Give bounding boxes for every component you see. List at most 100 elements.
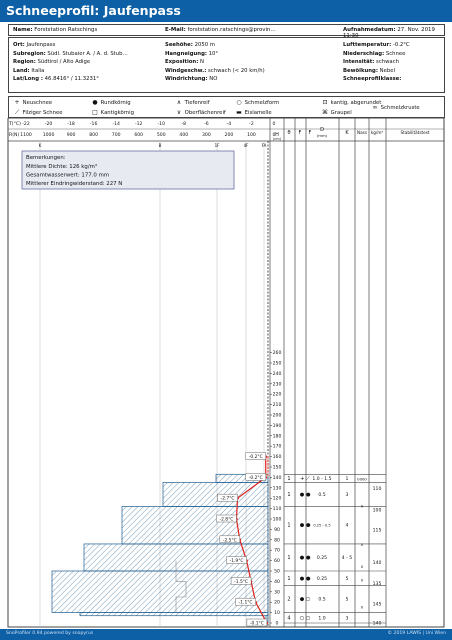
temperature-label: -1.1°C [239,600,253,606]
layer-k: 4 - 5 [342,555,353,561]
resistance-tick-label: 800 [89,132,98,138]
info-row: Region: Südtirol / Alto Adige [13,59,91,66]
height-tick: 80 [274,537,280,543]
layer-k: 3 [346,492,349,498]
email-field: E-Mail: forststation.ratschings@provin… [165,27,276,33]
height-tick: 90 [274,527,280,533]
temperature-label-box [219,535,241,544]
info-row: Land: Italia [13,67,45,74]
height-tick: 230 [273,381,282,387]
height-tick: 220 [273,392,282,398]
resistance-tick-label: 1100 [20,132,32,138]
layer-k: 5 [346,576,349,582]
info-row: Lufttemperatur: -0.2°C [343,42,410,48]
hardness-layer [79,612,269,617]
height-tick: 110 [273,506,282,512]
temp-tick-label: 0 [273,121,276,127]
hardness-mark: K [39,143,42,148]
grain2-header: F [309,130,312,136]
height-tick: 180 [273,433,282,439]
resistance-tick-label: 400 [179,132,188,138]
info-row: Lat/Long : 46.8416° / 11.3231° [13,76,99,83]
legend-item: ● Rundkörnig [92,99,131,106]
legend-symbol-icon: ▬ [236,109,242,116]
layer-grain: ● ● [300,523,311,529]
remarks-line: Mittlere Dichte: 126 kg/m³ [26,163,97,170]
legend-symbol-icon: ⊡ [322,99,328,106]
layer-theta: 4 [287,615,290,621]
layer-d: 0.5 [318,597,325,603]
temperature-label-box [235,597,256,606]
temperature-label: -1.5°C [234,579,248,585]
temp-tick-label: -6 [204,121,209,127]
nass-mark: 0 [361,564,364,569]
height-tick: 20 [274,600,280,606]
layer-density: 145 [373,602,382,608]
resistance-tick-label: 600 [134,132,143,138]
legend-item: ○ Schmelzform [236,99,280,106]
legend-item: □ Kantigkörnig [92,109,134,116]
temp-tick-label: -12 [135,121,143,127]
legend-item: ⌘ Graupel [322,109,352,116]
temperature-label: -0.2°C [249,454,263,460]
height-tick: 250 [273,361,282,367]
temp-tick-label: -20 [45,121,53,127]
remarks-title: Bemerkungen: [26,155,66,161]
layer-density: 100 [373,508,382,514]
info-row: Ort: Jaufenpass [13,42,56,48]
nass-header: Nass [357,130,367,135]
temp-axis-label: T(°C) [8,121,21,127]
hardness-layer [162,482,269,507]
temperature-label-box [226,556,247,564]
temp-tick-label: -8 [182,121,187,127]
legend-symbol-icon: □ [92,109,98,116]
snow-profile-chart: -0.2°C-0.2°C-2.7°C-2.8°C-2.5°C-1.9°C-1.5… [7,118,445,628]
layer-d: 1.0 - 1.5 [312,476,331,482]
name-field: Name: Forststation Ratschings [13,27,98,33]
hardness-mark: 1F [215,143,221,148]
layer-theta: 1 [287,555,290,561]
temp-tick-label: -16 [90,121,98,127]
nass-mark: 0 [361,577,364,582]
height-tick: 120 [273,496,282,502]
resistance-tick-label: 1000 [43,132,55,138]
layer-theta: 1 [287,476,290,482]
temp-tick-label: -18 [67,121,75,127]
remarks-box: Bemerkungen:Mittlere Dichte: 126 kg/m³Ge… [21,150,235,190]
page-title: Schneeprofil: Jaufenpass [0,0,452,22]
layer-k: 1 [346,476,349,482]
nass-mark: 0 [361,504,364,509]
layer-d: 0.5 [318,492,325,498]
info-row: Schneeprofilklasse: [343,76,402,83]
legend-symbol-icon: ○ [236,99,242,106]
temp-tick-label: -4 [227,121,232,127]
legend-symbol-icon: ∞ [372,104,378,111]
layer-d: 0.25 [317,555,327,561]
layer-density: 135 [373,581,382,587]
legend-symbol-icon: ● [92,99,98,106]
height-tick: 150 [273,465,282,471]
resistance-tick-label: 300 [202,132,211,138]
layer-grain: ○ ○ [300,615,311,621]
height-tick: 70 [274,548,280,554]
hardness-mark: FA [262,143,267,148]
resistance-tick-label: 200 [225,132,234,138]
temperature-label: -0.2°C [249,475,263,481]
remarks-line: Mittlerer Eindringwiderstand: 227 N [26,181,122,187]
height-tick: 260 [273,350,282,356]
info-row: Exposition: N [165,59,204,66]
temperature-label: -0.1°C [250,621,264,627]
height-tick: 140 [273,475,282,481]
layer-theta: 2 [287,597,290,603]
k-header: K [345,130,349,136]
d-unit: (mm) [317,133,328,138]
info-row: Bewölkung: Nebel [343,67,395,74]
layer-k: 3 [346,615,349,621]
legend-item: ⊡ kantig, abgerundet [322,99,382,106]
date-field: Aufnahmedatum: 27. Nov. 2019 11:30 [343,27,435,39]
height-tick: 190 [273,423,282,429]
legend-symbol-icon: + [14,99,20,106]
remarks-frame [21,150,235,190]
